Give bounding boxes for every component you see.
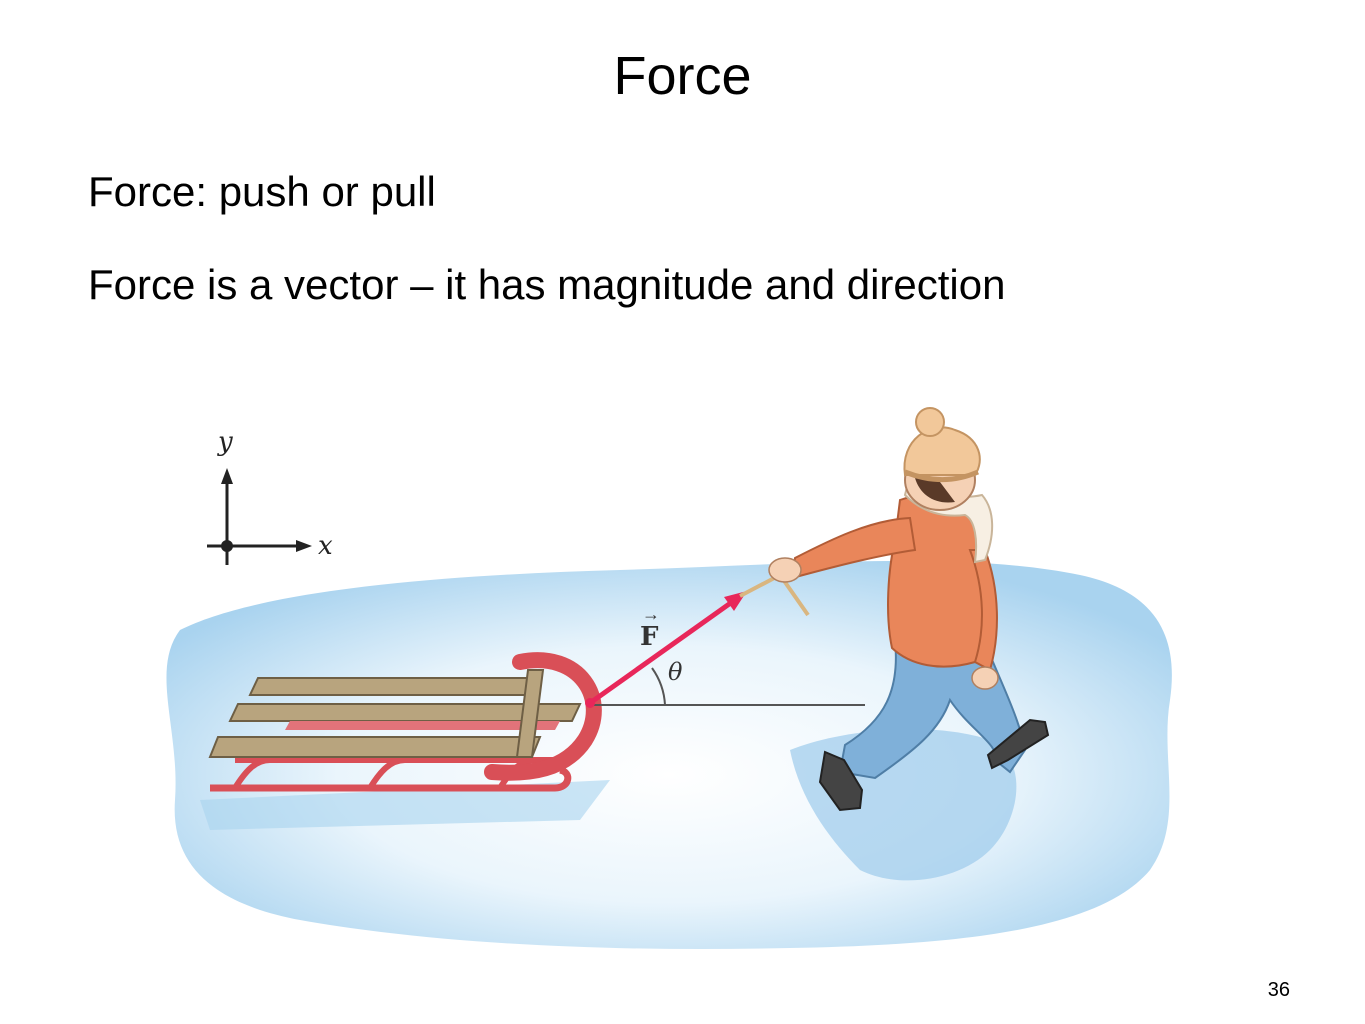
axis-x-label: x <box>318 531 333 561</box>
boy-pulling-sled <box>768 407 1050 812</box>
slide-title: Force <box>613 46 752 106</box>
sled <box>208 652 602 792</box>
axis-y-label: y <box>217 427 233 457</box>
force-label: F <box>640 622 659 652</box>
angle-label: θ <box>668 658 683 686</box>
sled-force-illustration: y x F → θ <box>166 407 1172 950</box>
force-arrow-symbol: → <box>642 604 660 624</box>
sled-shadow <box>200 780 610 830</box>
page-number: 36 <box>1267 979 1290 1001</box>
coordinate-axes: y x <box>207 427 333 565</box>
bullet-force-definition: Force: push or pull <box>88 168 436 215</box>
angle-arc <box>651 667 666 706</box>
bullet-force-vector: Force is a vector – it has magnitude and… <box>88 261 1006 308</box>
